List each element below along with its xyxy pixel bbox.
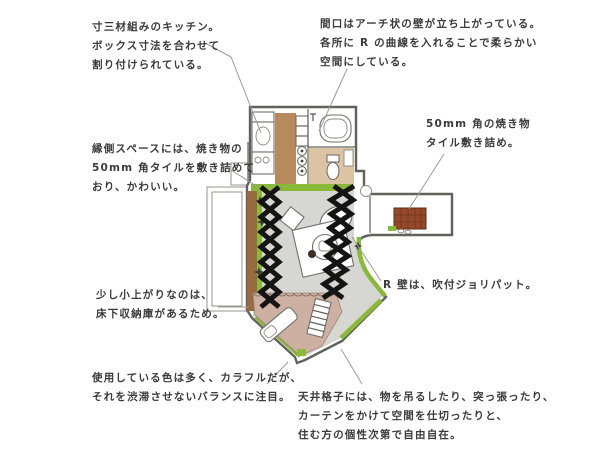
shoe-icon	[397, 228, 405, 234]
note-line: 住む方の個性次第で自由自在。	[298, 429, 462, 441]
leader-ceiling-note	[340, 348, 363, 385]
cushion-icon	[308, 250, 316, 258]
note-line: 各所に R の曲線を入れることで柔らかい	[320, 37, 538, 49]
toilet-icon	[326, 154, 340, 181]
sink-icon	[255, 126, 271, 146]
note-line: 間口はアーチ状の壁が立ち上がっている。	[320, 18, 542, 30]
note-line: カーテンをかけて空間を仕切ったりと、	[298, 410, 509, 422]
note-rwall: R 壁は、吹付ジョリパット。	[383, 276, 537, 295]
note-line: 少し小上がりなのは、	[96, 289, 213, 301]
note-line: 空間にしている。	[320, 56, 414, 68]
note-line: おり、かわいい。	[92, 181, 186, 193]
curtain-zigzag-left	[257, 185, 283, 309]
note-line: 床下収納庫があるため。	[96, 308, 225, 320]
note-line: タイル敷き詰め。	[426, 137, 520, 149]
curtain-zigzag-right	[319, 183, 358, 301]
futon-icon	[259, 307, 298, 343]
note-line: R 壁は、吹付ジョリパット。	[383, 279, 538, 291]
leader-lines	[206, 43, 445, 385]
note-tile: 50mm 角の焼き物 タイル敷き詰め。	[426, 115, 531, 153]
note-line: ボックス寸法を合わせて	[92, 40, 221, 52]
note-engawa: 縁側スペースには、焼き物の 50mm 角タイルを敷き詰めて おり、かわいい。	[92, 140, 255, 197]
tile-grid	[394, 208, 426, 229]
note-line: 使用している色は多く、カラフルだが、	[92, 372, 303, 384]
entrance-area	[360, 185, 427, 235]
note-line: 縁側スペースには、焼き物の	[92, 143, 243, 155]
note-line: 割り付けられている。	[92, 59, 209, 71]
leader-rwall-note	[351, 236, 382, 282]
leader-arch-note	[318, 68, 348, 132]
note-line: 50mm 角の焼き物	[426, 118, 531, 130]
note-line: 寸三材組みのキッチン。	[92, 21, 221, 33]
stove-burners-icon	[297, 146, 307, 176]
kitchen-floor	[275, 113, 296, 185]
leader-kitchen-note	[206, 43, 262, 134]
note-koagari: 少し小上がりなのは、 床下収納庫があるため。	[96, 286, 225, 324]
note-colors: 使用している色は多く、カラフルだが、 それを渋滞させないバランスに注目。	[92, 369, 302, 407]
bathroom-area	[307, 109, 355, 184]
note-line: それを渋滞させないバランスに注目。	[92, 391, 291, 403]
shower-icon	[310, 113, 316, 121]
note-arch: 間口はアーチ状の壁が立ち上がっている。 各所に R の曲線を入れることで柔らかい…	[320, 15, 541, 72]
note-line: 天井格子には、物を吊るしたり、突っ張ったり、	[298, 391, 555, 403]
note-kitchen: 寸三材組みのキッチン。 ボックス寸法を合わせて 割り付けられている。	[92, 18, 220, 75]
outdoor-deck	[206, 142, 253, 312]
r-wall-green-strip	[356, 236, 387, 298]
leader-colors-note	[266, 361, 289, 385]
shoe-icon	[404, 229, 412, 235]
kitchen-cabinet	[295, 115, 309, 147]
kitchen-area	[251, 111, 309, 185]
leader-tile-note	[408, 153, 445, 210]
leader-engawa-note	[230, 169, 259, 188]
note-ceiling: 天井格子には、物を吊るしたり、突っ張ったり、 カーテンをかけて空間を仕切ったりと…	[298, 388, 555, 445]
ladder-shelf-icon	[306, 297, 332, 339]
stool-icon	[360, 185, 372, 197]
green-strip-top	[251, 184, 353, 191]
note-line: 50mm 角タイルを敷き詰めて	[92, 162, 256, 174]
side-table-icon	[279, 205, 305, 232]
